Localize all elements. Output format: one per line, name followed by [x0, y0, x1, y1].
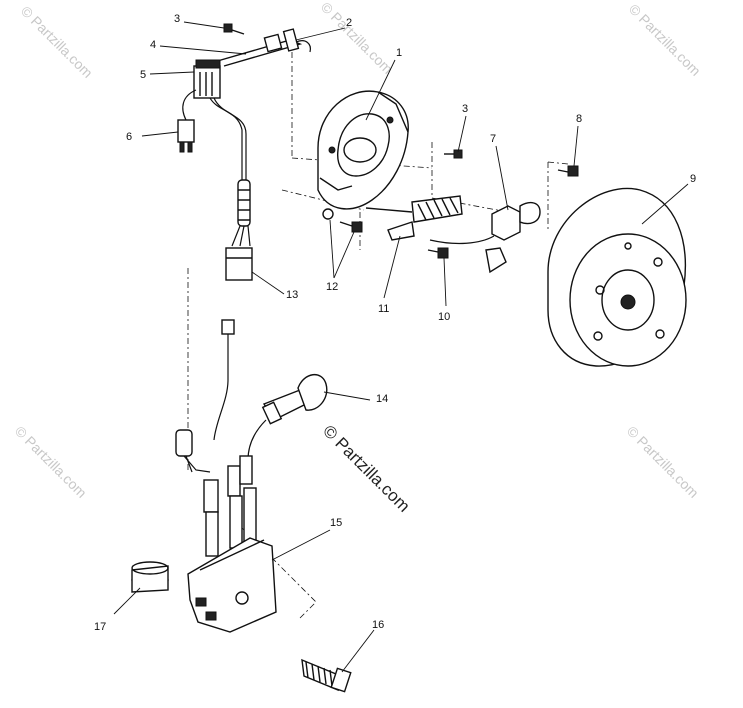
- stator-plate: [317, 90, 409, 210]
- callout-labels: 1 2 3 3 4 5 6 7 8 9 10 11 12 13 14 15 16…: [94, 13, 696, 633]
- callout-4: 4: [150, 39, 156, 51]
- exciter-coil: [365, 195, 463, 241]
- callout-6: 6: [126, 131, 132, 143]
- screw-12b: [339, 221, 363, 233]
- wiring-harness: [209, 97, 253, 281]
- ignition-coil: [187, 455, 277, 633]
- callout-5: 5: [140, 69, 146, 81]
- callout-1: 1: [396, 47, 402, 59]
- leader-lines: [113, 21, 689, 673]
- watermark-bottom-right: © Partzilla.com: [624, 423, 702, 501]
- watermark-top-right: © Partzilla.com: [626, 1, 704, 79]
- watermark-top-center: © Partzilla.com: [318, 0, 396, 77]
- callout-16: 16: [372, 619, 384, 631]
- flywheel: [547, 187, 687, 367]
- screw-top-left: [223, 23, 245, 35]
- callout-9: 9: [690, 173, 696, 185]
- watermark-bottom-left: © Partzilla.com: [12, 423, 90, 501]
- watermark-center: © Partzilla.com: [319, 421, 413, 515]
- bolt: [301, 658, 352, 693]
- callout-3-right: 3: [462, 103, 468, 115]
- wire-lead-assembly: [213, 28, 311, 67]
- callout-14: 14: [376, 393, 388, 405]
- callout-11: 11: [378, 303, 389, 315]
- callout-17: 17: [94, 621, 106, 633]
- watermark-top-left: © Partzilla.com: [18, 3, 96, 81]
- callout-12: 12: [326, 281, 338, 293]
- screw-12a: [322, 208, 334, 220]
- screw-8: [557, 165, 579, 177]
- lower-lead: [175, 319, 235, 473]
- screw-10: [427, 247, 449, 259]
- spark-plug-cap: [247, 374, 328, 461]
- pickup-coil: [429, 201, 541, 274]
- callout-8: 8: [576, 113, 582, 125]
- screws: [322, 149, 579, 259]
- callout-15: 15: [330, 517, 342, 529]
- callout-2: 2: [346, 17, 352, 29]
- callout-7: 7: [490, 133, 496, 145]
- callout-10: 10: [438, 311, 450, 323]
- connector-block: [193, 59, 221, 99]
- callout-13: 13: [286, 289, 298, 301]
- screw-3-right: [444, 149, 463, 159]
- bushing: [131, 561, 169, 593]
- terminal-connector: [177, 89, 197, 153]
- callout-3-top: 3: [174, 13, 180, 25]
